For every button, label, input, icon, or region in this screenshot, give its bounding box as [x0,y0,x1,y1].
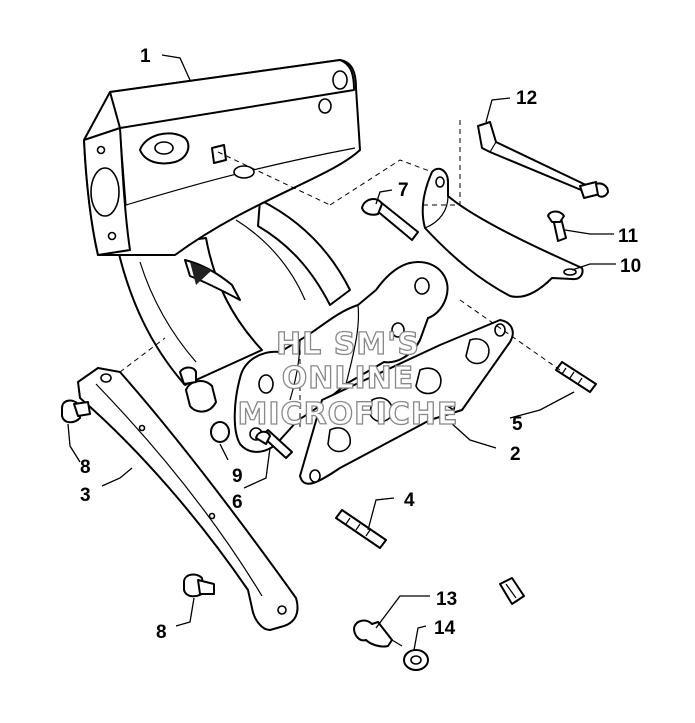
callout-7: 7 [398,180,409,201]
watermark-line-1: HL SM'S [276,327,420,362]
callout-1: 1 [140,46,151,67]
bolt-11b [547,210,567,242]
callout-14: 14 [434,618,456,639]
alignment-lines [119,120,561,430]
callout-6: 6 [232,492,243,513]
callout-8-lower: 8 [156,622,167,643]
bolt-8b [183,573,215,598]
clip-13 [353,619,403,648]
watermark-line-3: MICROFICHE [238,397,459,432]
callout-5: 5 [512,414,523,435]
grommet-14 [403,649,429,671]
exhaust-manifold [179,261,449,453]
bolt-6 [255,429,293,459]
support-arm [77,367,299,631]
bolt-8a [61,399,91,424]
mounting-bracket [421,167,584,298]
watermark-line-2: ONLINE [282,361,415,396]
callout-11: 11 [618,226,639,247]
small-nut [499,577,525,605]
callout-3: 3 [80,485,91,506]
stud-5 [555,361,597,393]
bolt-11a [579,181,609,199]
callout-10: 10 [620,256,641,277]
callout-9: 9 [232,466,243,487]
muffler-body [83,59,361,386]
callout-8-upper: 8 [80,457,91,478]
long-bolt-7 [361,198,419,241]
callout-12: 12 [516,88,537,109]
leader-lines [67,54,616,651]
callouts: 1 12 7 11 10 5 2 4 9 6 8 3 8 13 14 [80,46,641,643]
strap [477,121,587,193]
callout-13: 13 [436,589,457,610]
callout-2: 2 [510,444,521,465]
stud-4 [335,509,387,549]
watermark: HL SM'S ONLINE MICROFICHE [237,326,459,432]
gasket [299,319,514,485]
callout-4: 4 [404,490,415,511]
